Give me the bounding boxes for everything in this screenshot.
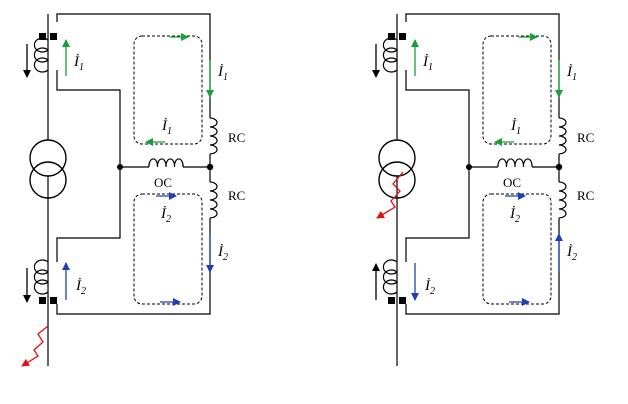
label-i1-right: İ1	[566, 64, 577, 83]
label-i2-ct: İ2	[424, 278, 435, 297]
label-i2-ct: İ2	[75, 278, 86, 297]
label-i1-loop: İ1	[161, 118, 172, 137]
label-i1-right: İ1	[217, 64, 228, 83]
label-oc: OC	[154, 175, 172, 190]
label-rc-top: RC	[228, 130, 245, 145]
label-i1-loop: İ1	[510, 118, 521, 137]
label-i2-loop: İ2	[160, 206, 171, 225]
label-i1-ct: İ1	[422, 54, 433, 73]
fault-lightning-icon	[21, 325, 49, 367]
fault-lightning-icon	[376, 171, 404, 219]
label-rc-bottom: RC	[228, 188, 245, 203]
label-i2-right: İ2	[566, 244, 577, 263]
label-oc: OC	[503, 175, 521, 190]
label-i1-ct: İ1	[73, 54, 84, 73]
panel-left: İ1 İ1 İ1 RC OC RC İ2 İ2 İ2	[21, 14, 245, 367]
label-i2-right: İ2	[217, 244, 228, 263]
label-rc-top: RC	[577, 130, 594, 145]
panel-right: İ1 İ1 İ1 RC OC RC İ2 İ2 İ2	[372, 14, 594, 366]
label-i2-loop: İ2	[509, 206, 520, 225]
label-rc-bottom: RC	[577, 188, 594, 203]
